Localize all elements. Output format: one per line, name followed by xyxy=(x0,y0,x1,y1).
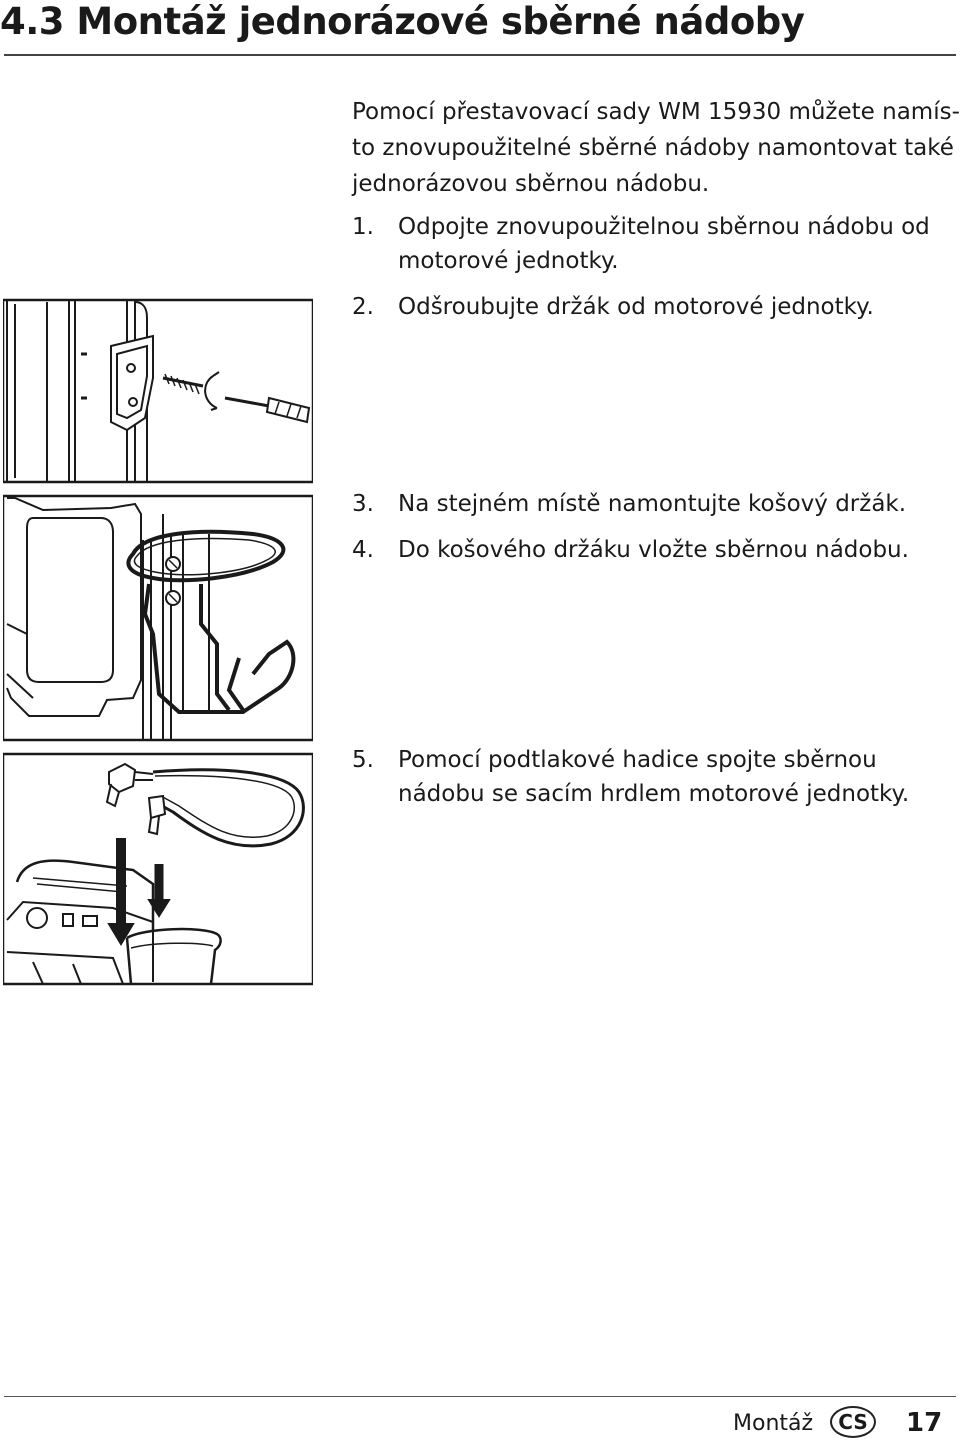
step-line: motorové jednotky. xyxy=(398,248,619,274)
intro-line: to znovupoužitelné sběrné nádoby namonto… xyxy=(352,135,954,161)
step-text: Do košového držáku vložte sběrnou nádobu… xyxy=(398,533,958,567)
section-heading: 4.3 Montáž jednorázové sběrné nádoby xyxy=(0,0,805,43)
step-line: Odšroubujte držák od motorové jednotky. xyxy=(398,294,874,320)
step-text: Na stejném místě namontujte košový držák… xyxy=(398,487,958,521)
step-line: Odpojte znovupoužitelnou sběrnou nádobu … xyxy=(398,214,930,240)
intro-line: Pomocí přestavovací sady WM 15930 můžete… xyxy=(352,99,960,125)
step-number: 1. xyxy=(352,214,374,240)
intro-paragraph: Pomocí přestavovací sady WM 15930 můžete… xyxy=(352,94,960,202)
step-number: 2. xyxy=(352,294,374,320)
footer-rule xyxy=(4,1396,956,1397)
bracket-removal-illustration xyxy=(3,298,313,484)
step-text: Pomocí podtlakové hadice spojte sběrnou … xyxy=(398,743,958,811)
step-line: Pomocí podtlakové hadice spojte sběrnou xyxy=(398,747,877,773)
hose-connection-illustration xyxy=(3,752,313,986)
page-number: 17 xyxy=(906,1408,943,1438)
step-line: Do košového držáku vložte sběrnou nádobu… xyxy=(398,537,909,563)
step-number: 5. xyxy=(352,747,374,773)
step-number: 3. xyxy=(352,491,374,517)
step-text: Odpojte znovupoužitelnou sběrnou nádobu … xyxy=(398,210,958,278)
step-line: nádobu se sacím hrdlem motorové jednotky… xyxy=(398,781,910,807)
footer-section-label: Montáž xyxy=(733,1411,814,1436)
step-number: 4. xyxy=(352,537,374,563)
heading-rule xyxy=(4,54,956,56)
intro-line: jednorázovou sběrnou nádobu. xyxy=(352,171,710,197)
step-text: Odšroubujte držák od motorové jednotky. xyxy=(398,290,958,324)
basket-holder-illustration xyxy=(3,494,313,742)
step-line: Na stejném místě namontujte košový držák… xyxy=(398,491,907,517)
language-badge: CS xyxy=(830,1406,876,1438)
